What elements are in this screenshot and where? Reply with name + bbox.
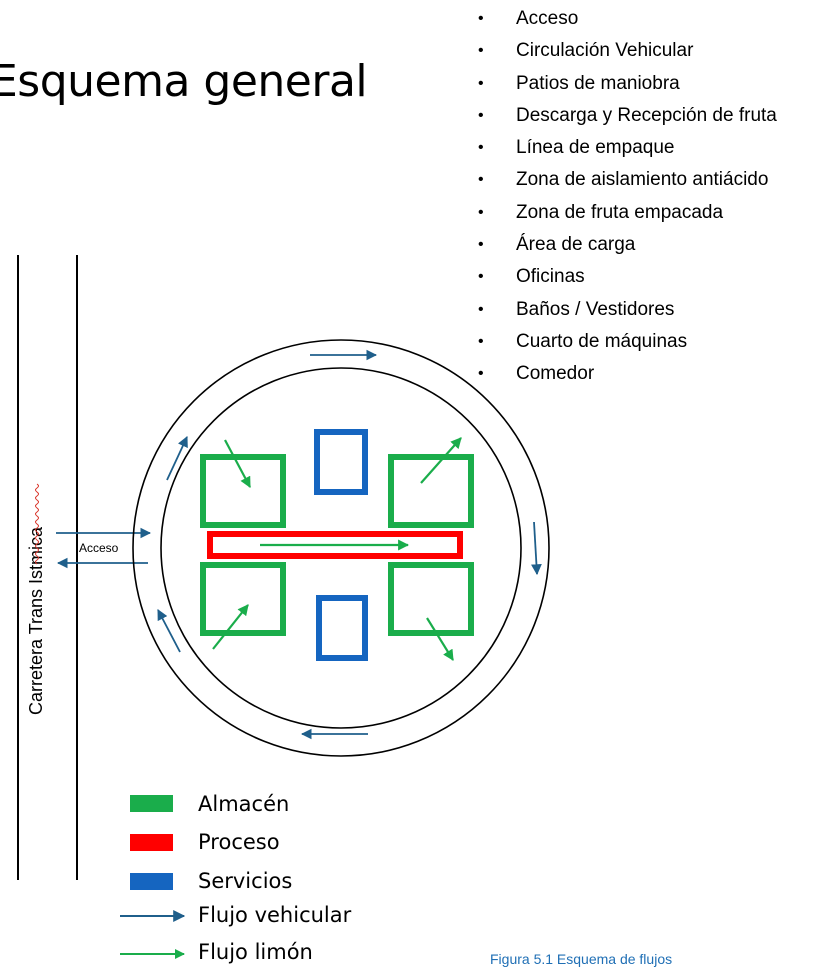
page-title: Esquema general	[0, 56, 368, 107]
area-list: Acceso Circulación Vehicular Patios de m…	[478, 8, 777, 396]
warehouse-top-left	[200, 454, 286, 528]
list-item: Comedor	[478, 363, 777, 395]
list-item: Línea de empaque	[478, 137, 777, 169]
legend-label-flujo-vehicular: Flujo vehicular	[198, 903, 352, 927]
access-label: Acceso	[79, 541, 119, 555]
legend-label-almacen: Almacén	[198, 792, 289, 816]
list-item: Baños / Vestidores	[478, 299, 777, 331]
legend-swatch-almacen	[130, 795, 173, 812]
service-top	[314, 429, 368, 495]
warehouse-bottom-left	[200, 562, 286, 636]
list-item: Circulación Vehicular	[478, 40, 777, 72]
lemon-flow-arrow-bl	[212, 604, 249, 650]
list-item: Cuarto de máquinas	[478, 331, 777, 363]
list-item: Zona de fruta empacada	[478, 202, 777, 234]
list-item: Acceso	[478, 8, 777, 40]
legend-swatch-servicios	[130, 873, 173, 890]
legend-label-proceso: Proceso	[198, 830, 280, 854]
ring-flow-arrow-left-lower	[157, 609, 181, 653]
list-item: Oficinas	[478, 266, 777, 298]
ring-flow-arrow-right	[531, 521, 542, 576]
legend-swatch-proceso	[130, 834, 173, 851]
lemon-flow-arrow-tr	[420, 437, 462, 484]
process-line	[207, 531, 463, 559]
inner-ring	[160, 367, 522, 729]
lemon-flow-arrow-br	[426, 617, 454, 661]
lemon-flow-arrow-tl	[224, 439, 251, 488]
spellcheck-underline	[35, 483, 39, 565]
warehouse-bottom-right	[388, 562, 474, 636]
list-item: Área de carga	[478, 234, 777, 266]
warehouse-top-right	[388, 454, 474, 528]
ring-flow-arrow-left-upper	[166, 436, 188, 481]
list-item: Zona de aislamiento antiácido	[478, 169, 777, 201]
road-label: Carretera Trans Istmica	[26, 526, 46, 715]
legend-label-servicios: Servicios	[198, 869, 292, 893]
legend-label-flujo-limon: Flujo limón	[198, 940, 313, 964]
outer-ring	[132, 339, 550, 757]
list-item: Descarga y Recepción de fruta	[478, 105, 777, 137]
figure-caption: Figura 5.1 Esquema de flujos	[490, 951, 673, 967]
service-bottom	[316, 595, 368, 661]
list-item: Patios de maniobra	[478, 73, 777, 105]
